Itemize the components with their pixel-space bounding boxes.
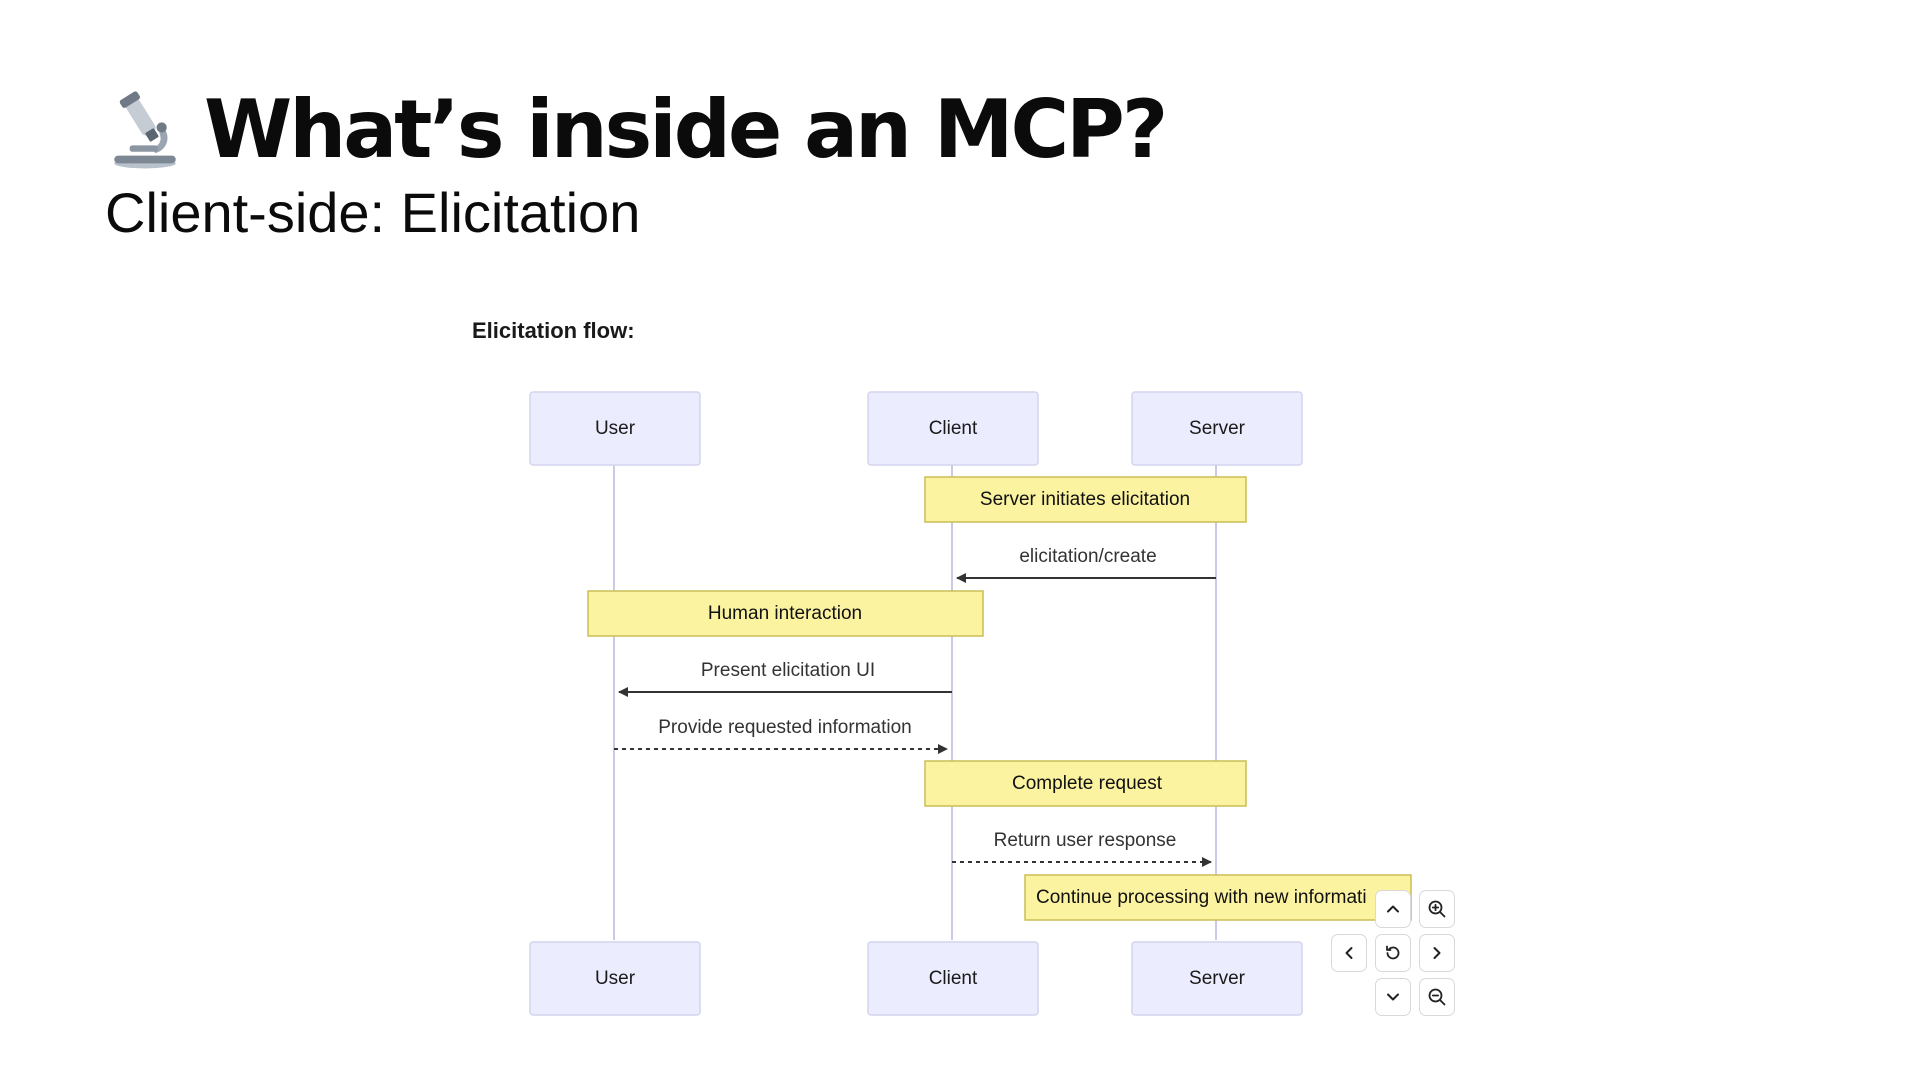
- message-label-provide-info: Provide requested information: [658, 717, 911, 738]
- pan-down-button[interactable]: [1375, 978, 1411, 1016]
- svg-text:Client: Client: [929, 418, 978, 439]
- microscope-icon: [114, 91, 176, 169]
- chevron-up-icon: [1387, 905, 1399, 913]
- note-continue-processing: Continue processing with new informati: [1024, 874, 1412, 921]
- svg-text:Human interaction: Human interaction: [708, 603, 862, 624]
- chevron-down-icon: [1387, 993, 1399, 1001]
- participant-user-top: User: [529, 391, 701, 466]
- pan-left-button[interactable]: [1331, 934, 1367, 972]
- zoom-out-icon: [1428, 988, 1446, 1006]
- pan-up-button[interactable]: [1375, 890, 1411, 928]
- zoom-in-button[interactable]: [1419, 890, 1455, 928]
- title-row: What’s inside an MCP?: [104, 83, 1168, 176]
- zoom-in-icon: [1428, 900, 1446, 918]
- chevron-left-icon: [1345, 947, 1353, 959]
- message-label-elicitation-create: elicitation/create: [1019, 546, 1156, 567]
- svg-text:User: User: [595, 968, 636, 989]
- note-human-interaction: Human interaction: [587, 590, 984, 637]
- svg-text:Complete request: Complete request: [1012, 773, 1163, 794]
- svg-text:Continue processing with new i: Continue processing with new informati: [1036, 887, 1367, 908]
- svg-text:Server: Server: [1189, 418, 1246, 439]
- zoom-out-button[interactable]: [1419, 978, 1455, 1016]
- reset-icon: [1386, 945, 1400, 960]
- participant-server-top: Server: [1131, 391, 1303, 466]
- note-server-initiates: Server initiates elicitation: [924, 476, 1247, 523]
- page-subtitle: Client-side: Elicitation: [105, 181, 641, 244]
- svg-text:Client: Client: [929, 968, 978, 989]
- message-label-present-ui: Present elicitation UI: [701, 660, 875, 681]
- participant-user-bottom: User: [529, 941, 701, 1016]
- svg-text:User: User: [595, 418, 636, 439]
- svg-text:Server: Server: [1189, 968, 1246, 989]
- participant-server-bottom: Server: [1131, 941, 1303, 1016]
- page-title: What’s inside an MCP?: [204, 83, 1168, 176]
- pan-right-button[interactable]: [1419, 934, 1455, 972]
- message-label-return-response: Return user response: [994, 830, 1177, 851]
- participant-client-top: Client: [867, 391, 1039, 466]
- svg-text:Server initiates elicitation: Server initiates elicitation: [980, 489, 1190, 510]
- note-complete-request: Complete request: [924, 760, 1247, 807]
- reset-view-button[interactable]: [1375, 934, 1411, 972]
- chevron-right-icon: [1433, 947, 1441, 959]
- participant-client-bottom: Client: [867, 941, 1039, 1016]
- diagram-heading: Elicitation flow:: [472, 318, 635, 343]
